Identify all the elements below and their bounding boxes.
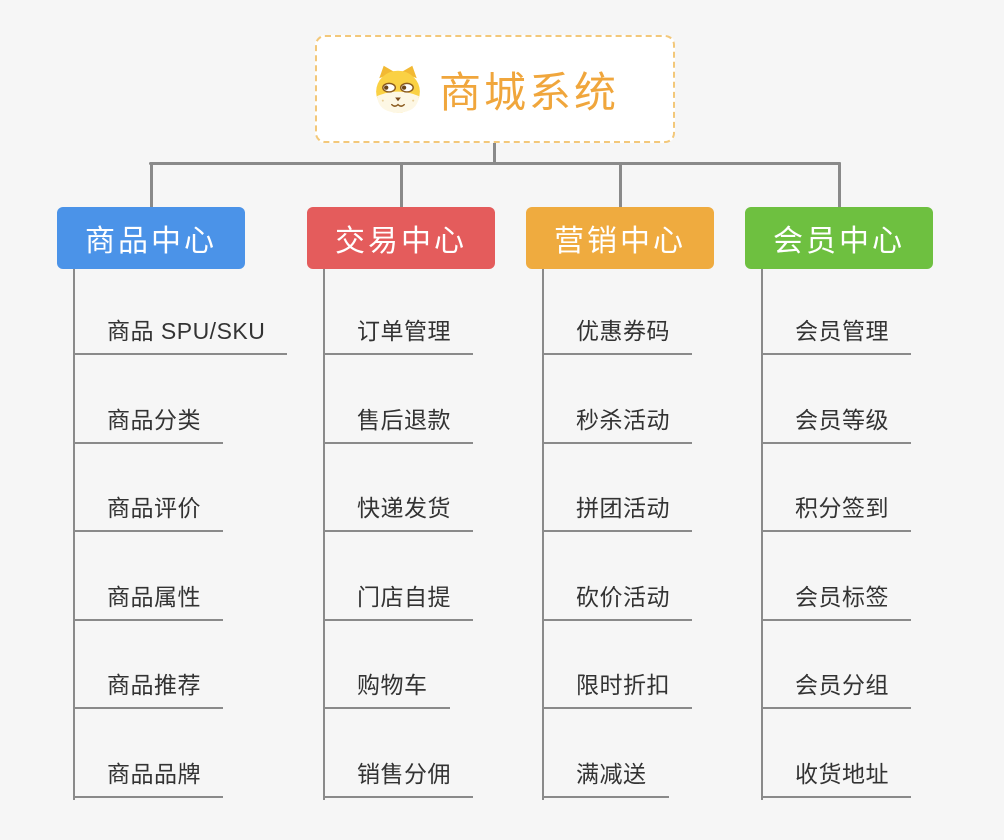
leaf-node[interactable]: 商品推荐 [73,670,223,709]
leaf-node[interactable]: 销售分佣 [323,759,473,798]
branch-node-3[interactable]: 营销中心 [526,207,714,269]
branch-node-2[interactable]: 交易中心 [307,207,495,269]
leaf-node[interactable]: 秒杀活动 [542,405,692,444]
branch-node-4[interactable]: 会员中心 [745,207,933,269]
leaf-node[interactable]: 门店自提 [323,582,473,621]
branch-trunk-2 [323,269,325,800]
leaf-node[interactable]: 会员标签 [761,582,911,621]
leaf-node[interactable]: 购物车 [323,670,450,709]
branch-trunk-3 [542,269,544,800]
leaf-node[interactable]: 拼团活动 [542,493,692,532]
leaf-node[interactable]: 限时折扣 [542,670,692,709]
leaf-node[interactable]: 积分签到 [761,493,911,532]
branch-node-1[interactable]: 商品中心 [57,207,245,269]
leaf-node[interactable]: 会员等级 [761,405,911,444]
leaf-node[interactable]: 会员管理 [761,316,911,355]
connector-drop-3 [618,162,622,208]
branch-trunk-4 [761,269,763,800]
leaf-node[interactable]: 收货地址 [761,759,911,798]
connector-root-stem [493,141,496,163]
leaf-node[interactable]: 商品分类 [73,405,223,444]
connector-drop-2 [399,162,403,208]
leaf-node[interactable]: 快递发货 [323,493,473,532]
root-node[interactable]: 商城系统 [315,35,675,143]
leaf-node[interactable]: 砍价活动 [542,582,692,621]
leaf-node[interactable]: 商品属性 [73,582,223,621]
leaf-node[interactable]: 优惠券码 [542,316,692,355]
connector-drop-4 [837,162,841,208]
leaf-node[interactable]: 商品评价 [73,493,223,532]
dog-face-icon [371,64,425,114]
leaf-node[interactable]: 订单管理 [323,316,473,355]
leaf-node[interactable]: 商品 SPU/SKU [73,316,288,355]
leaf-node[interactable]: 商品品牌 [73,759,223,798]
leaf-node[interactable]: 售后退款 [323,405,473,444]
connector-drop-1 [149,162,153,208]
branch-trunk-1 [73,269,75,800]
connector-horizontal-bar [149,162,840,165]
leaf-node[interactable]: 满减送 [542,759,669,798]
root-title: 商城系统 [438,68,619,116]
leaf-node[interactable]: 会员分组 [761,670,911,709]
